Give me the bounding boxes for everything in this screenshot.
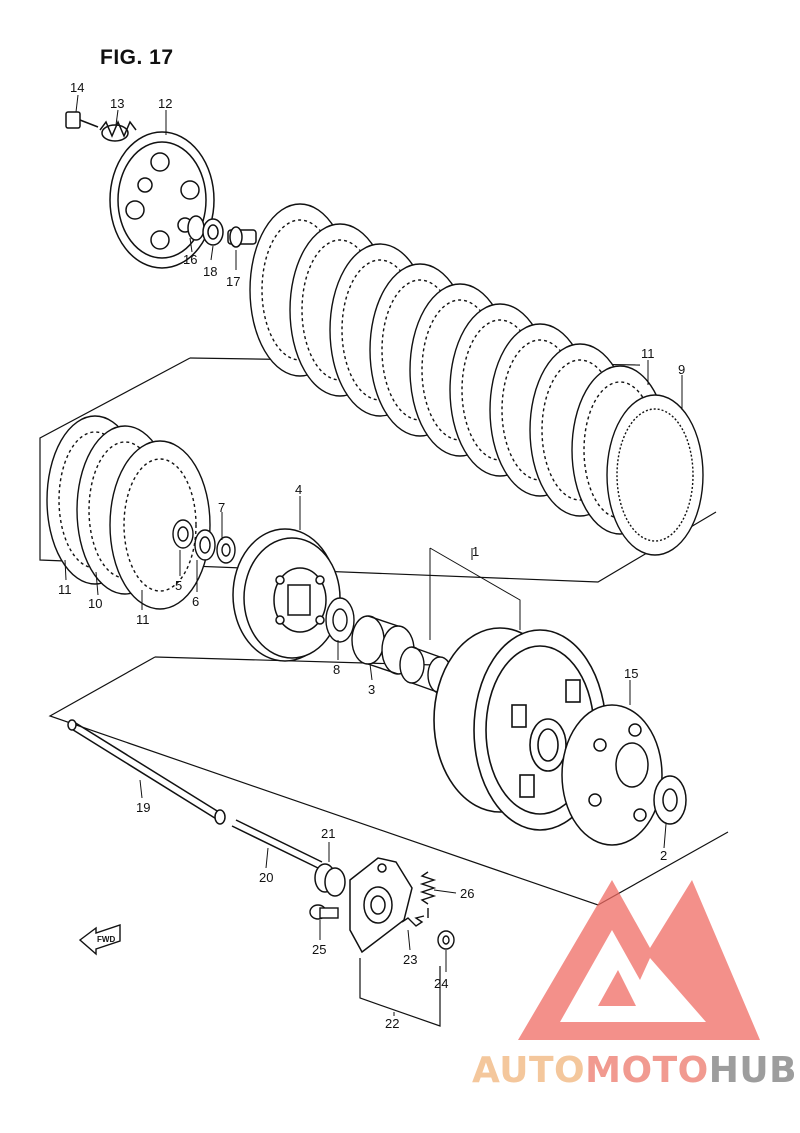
callout-1: 1 xyxy=(472,544,479,559)
fwd-label: FWD xyxy=(97,935,115,944)
callout-labels: 1 2 3 4 5 6 7 8 9 10 11 11 11 12 13 14 1… xyxy=(58,80,685,1031)
callout-21: 21 xyxy=(321,826,335,841)
callout-6: 6 xyxy=(192,594,199,609)
clutch-plate-stack xyxy=(249,203,704,556)
callout-5: 5 xyxy=(175,578,182,593)
callout-23: 23 xyxy=(403,952,417,967)
forward-arrow-icon: FWD xyxy=(78,924,121,956)
callout-7: 7 xyxy=(218,500,225,515)
clutch-spring xyxy=(99,120,137,142)
callout-11-center: 11 xyxy=(136,612,150,627)
bolt-25 xyxy=(309,904,339,920)
callout-24: 24 xyxy=(434,976,448,991)
callout-13: 13 xyxy=(110,96,124,111)
washers-5-6-7 xyxy=(172,519,236,564)
watermark-logo-icon xyxy=(518,880,760,1040)
callout-15: 15 xyxy=(624,666,638,681)
pressure-plate xyxy=(109,131,215,269)
figure-title: FIG. 17 xyxy=(100,46,174,69)
thrust-washer xyxy=(653,775,687,825)
washer-8 xyxy=(325,597,355,643)
callout-11-left: 11 xyxy=(58,582,72,597)
callout-16: 16 xyxy=(183,252,197,267)
leader-lines xyxy=(64,94,683,1016)
callout-11-right: 11 xyxy=(641,346,655,361)
callout-2: 2 xyxy=(660,848,667,863)
assembly-box-main xyxy=(48,656,729,906)
callout-17: 17 xyxy=(226,274,240,289)
nut-24 xyxy=(437,930,455,950)
left-plate-group xyxy=(46,415,211,610)
spring-bolt xyxy=(65,111,99,129)
spring-26 xyxy=(419,871,437,918)
callout-8: 8 xyxy=(333,662,340,677)
callout-3: 3 xyxy=(368,682,375,697)
watermark-brand: AUTOMOTOHUB xyxy=(472,1050,797,1091)
brand-moto: MOTO xyxy=(585,1050,709,1091)
callout-20: 20 xyxy=(259,870,273,885)
callout-12: 12 xyxy=(158,96,172,111)
brand-hub: HUB xyxy=(708,1050,798,1091)
callout-25: 25 xyxy=(312,942,326,957)
callout-18: 18 xyxy=(203,264,217,279)
assembly-box-plates xyxy=(39,357,717,583)
release-bearing xyxy=(187,215,257,248)
push-rod-long xyxy=(67,719,226,825)
clutch-hub xyxy=(232,528,341,662)
screw-23 xyxy=(401,915,425,927)
rod-piece-21 xyxy=(314,863,346,897)
oil-pump-drive-gear xyxy=(561,704,663,846)
callout-10: 10 xyxy=(88,596,102,611)
brand-auto: AUTO xyxy=(472,1050,586,1091)
callout-4: 4 xyxy=(295,482,302,497)
callout-26: 26 xyxy=(460,886,474,901)
callout-19: 19 xyxy=(136,800,150,815)
push-rod-short xyxy=(231,819,323,869)
bracket-22 xyxy=(359,958,441,1027)
callout-9: 9 xyxy=(678,362,685,377)
release-mechanism xyxy=(349,857,413,954)
callout-22: 22 xyxy=(385,1016,399,1031)
callout-14: 14 xyxy=(70,80,84,95)
